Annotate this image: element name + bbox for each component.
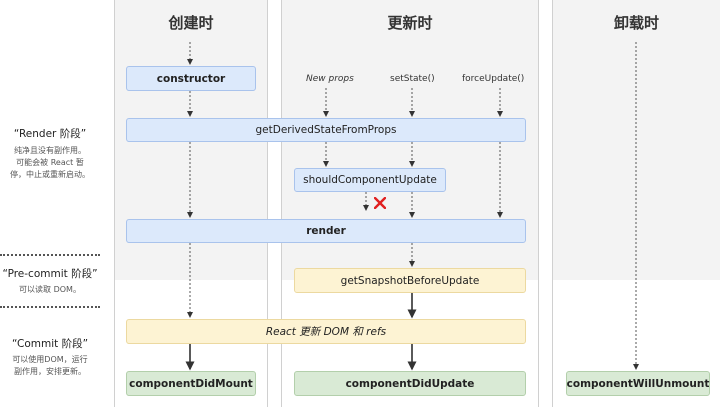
column-title-update: 更新时 — [387, 14, 433, 32]
phase-render-title: “Render 阶段” — [13, 128, 87, 140]
box-should-component-update: shouldComponentUpdate — [294, 168, 446, 192]
phase-precommit-title: “Pre-commit 阶段” — [2, 268, 98, 280]
phase-render-desc-3: 停，中止或重新启动。 — [10, 170, 90, 179]
phase-separator-1 — [0, 254, 100, 256]
phase-separator-2 — [0, 306, 100, 308]
trigger-force-update: forceUpdate() — [462, 74, 525, 84]
cross-icon — [374, 197, 386, 209]
box-get-snapshot: getSnapshotBeforeUpdate — [294, 268, 526, 293]
box-component-did-update: componentDidUpdate — [294, 371, 526, 396]
phase-render-desc-1: 纯净且没有副作用。 — [14, 146, 86, 155]
phase-commit-desc-1: 可以使用DOM，运行 — [12, 355, 88, 364]
box-constructor: constructor — [126, 66, 256, 91]
column-title-mount: 创建时 — [168, 14, 214, 32]
box-render: render — [126, 219, 526, 243]
trigger-set-state: setState() — [390, 74, 435, 84]
phase-render-desc-2: 可能会被 React 暂 — [16, 158, 84, 167]
phase-commit-title: “Commit 阶段” — [11, 338, 89, 350]
box-component-did-mount: componentDidMount — [126, 371, 256, 396]
phase-precommit-desc-1: 可以读取 DOM。 — [19, 285, 81, 294]
trigger-new-props: New props — [306, 74, 354, 84]
box-component-will-unmount: componentWillUnmount — [566, 371, 710, 396]
box-react-update-dom: React 更新 DOM 和 refs — [126, 319, 526, 344]
box-get-derived-state: getDerivedStateFromProps — [126, 118, 526, 142]
phase-commit-desc-2: 副作用，安排更新。 — [14, 367, 86, 376]
column-title-unmount: 卸载时 — [613, 14, 659, 32]
